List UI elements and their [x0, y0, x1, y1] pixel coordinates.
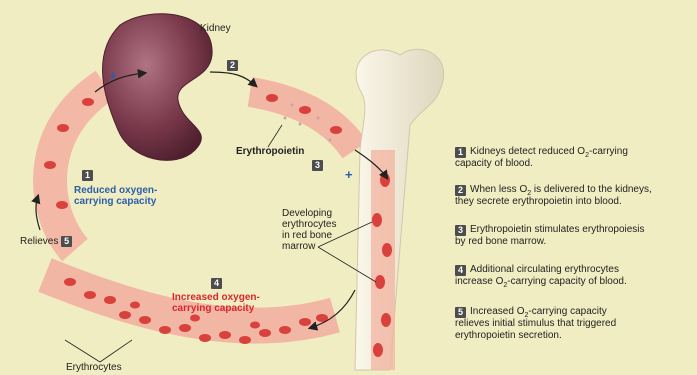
erythrocyte [190, 315, 200, 322]
erythrocyte [64, 278, 76, 286]
erythrocyte [104, 296, 116, 304]
erythrocyte [130, 302, 140, 309]
blood-vessel-top [250, 92, 355, 150]
pointer-erythrocytes [65, 340, 132, 362]
erythrocyte [381, 313, 391, 327]
increased-oxygen-label: Increased oxygen- carrying capacity [172, 292, 260, 314]
erythrocyte [44, 161, 56, 169]
erythrocyte [375, 275, 385, 289]
erythrocyte [330, 126, 342, 134]
step-2-badge: 2 [227, 60, 238, 71]
step-1-badge: 1 [82, 170, 93, 181]
erythrocyte [82, 98, 94, 106]
reduced-oxygen-label: Reduced oxygen- carrying capacity [74, 185, 157, 207]
erythrocyte [159, 326, 171, 334]
erythrocyte [279, 326, 291, 334]
erythrocyte [119, 311, 131, 319]
erythrocyte [179, 324, 191, 332]
stimulation-plus-sign: + [109, 68, 117, 83]
erythrocyte [382, 243, 392, 257]
femur-bone [355, 49, 444, 370]
erythrocyte [199, 334, 211, 342]
erythrocytes-label: Erythrocytes [66, 362, 122, 373]
step-4-badge: 4 [211, 278, 222, 289]
erythrocyte [139, 316, 151, 324]
erythrocyte [219, 331, 231, 339]
erythrocyte [266, 94, 278, 102]
relieves-label: Relieves 5 [20, 236, 72, 247]
arrow-kidney-to-vessel [210, 72, 256, 86]
erythrocyte [56, 201, 68, 209]
erythrocyte [299, 106, 311, 114]
pointer-erythropoietin [268, 125, 282, 147]
erythrocyte [299, 318, 311, 326]
stimulation-plus-sign: + [345, 167, 353, 182]
blood-vessel-left [50, 85, 105, 250]
erythrocyte [259, 329, 271, 337]
erythrocyte [250, 322, 260, 329]
developing-erythrocytes-label: Developing erythrocytes in red bone marr… [282, 208, 336, 252]
erythrocyte [372, 213, 382, 227]
kidney-illustration [103, 14, 213, 161]
step-3-badge: 3 [312, 160, 323, 171]
step-5-badge: 5 [61, 236, 72, 247]
kidney-label: Kidney [200, 23, 231, 34]
erythrocyte [239, 336, 251, 344]
erythrocyte [57, 124, 69, 132]
erythrocyte [84, 291, 96, 299]
erythrocyte [373, 343, 383, 357]
erythropoietin-label: Erythropoietin [236, 146, 304, 157]
